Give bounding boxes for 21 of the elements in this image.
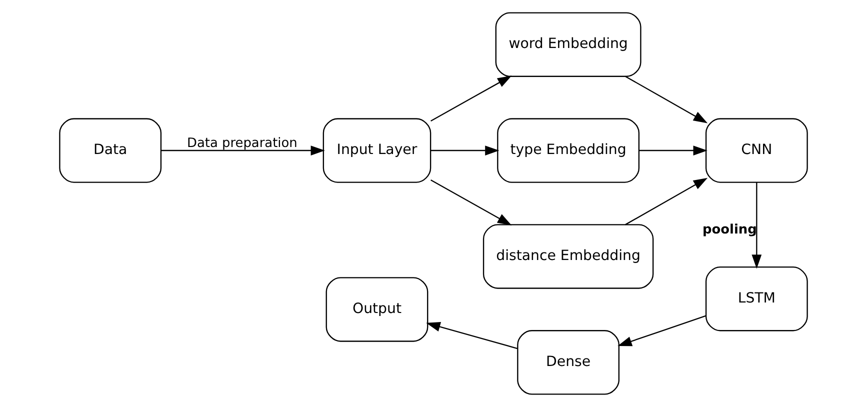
- node-box: Data: [59, 118, 162, 183]
- arrow: [639, 146, 708, 156]
- arrow: [618, 315, 706, 346]
- node-box: word Embedding: [495, 12, 642, 77]
- edge-label: Data preparation: [186, 136, 298, 151]
- node-box: type Embedding: [497, 118, 640, 183]
- node-box: Output: [326, 277, 428, 342]
- arrow: [430, 76, 512, 122]
- arrow: [426, 322, 518, 350]
- node-box: distance Embedding: [482, 224, 654, 289]
- edge-label: pooling: [702, 222, 757, 238]
- arrow: [161, 146, 325, 156]
- node-box: Input Layer: [322, 118, 432, 183]
- arrow: [625, 76, 708, 124]
- arrow: [430, 180, 512, 226]
- arrow: [625, 178, 708, 226]
- arrow: [430, 146, 500, 156]
- node-box: Dense: [517, 330, 620, 395]
- arrow: [752, 182, 762, 269]
- node-box: LSTM: [705, 266, 808, 332]
- node-box: CNN: [705, 118, 808, 183]
